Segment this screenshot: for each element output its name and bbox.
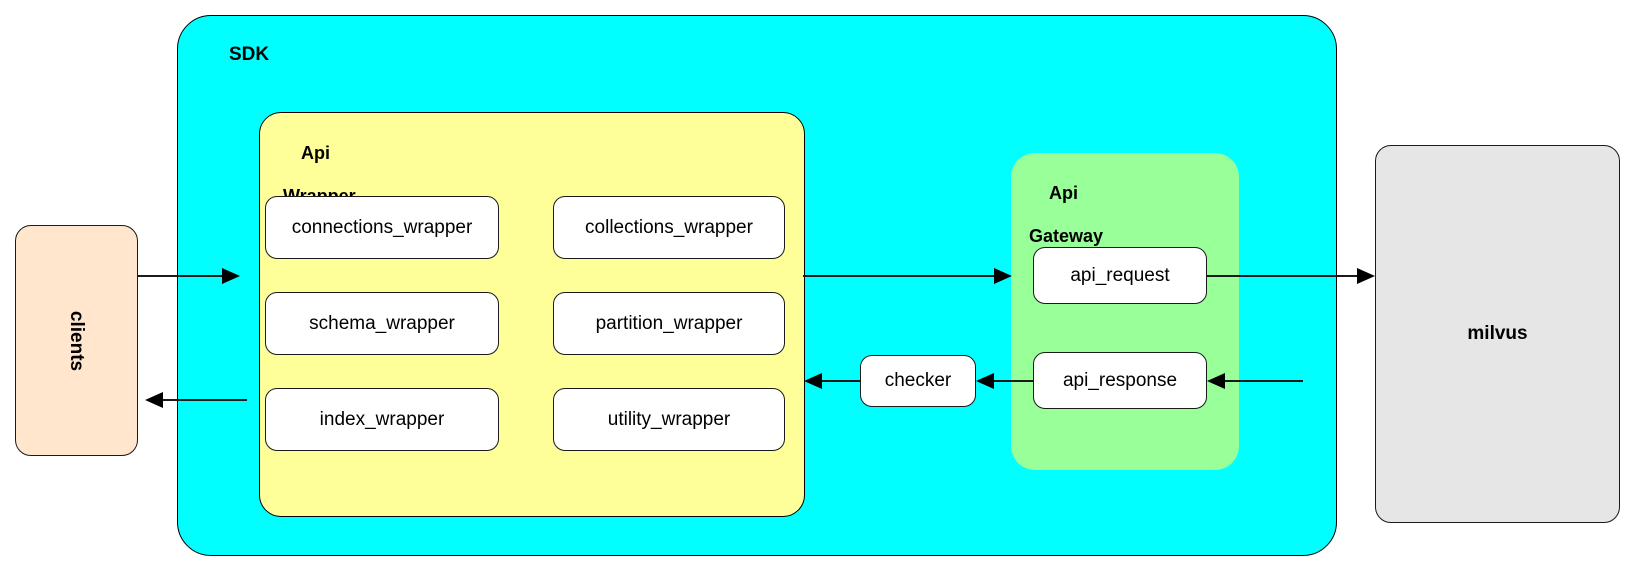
- node-milvus-label: milvus: [1467, 323, 1528, 344]
- group-api-gateway-label-line1: Api: [1049, 183, 1078, 204]
- node-api-response-label: api_response: [1062, 369, 1178, 391]
- node-checker-label: checker: [884, 370, 952, 391]
- node-collections-wrapper-label: collections_wrapper: [585, 216, 753, 238]
- node-clients[interactable]: clients: [15, 225, 138, 456]
- node-connections-wrapper[interactable]: connections_wrapper: [265, 196, 499, 259]
- node-utility-wrapper[interactable]: utility_wrapper: [553, 388, 785, 451]
- node-milvus[interactable]: milvus: [1375, 145, 1620, 523]
- node-schema-wrapper[interactable]: schema_wrapper: [265, 292, 499, 355]
- node-api-request-label: api_request: [1070, 264, 1170, 286]
- node-utility-wrapper-label: utility_wrapper: [607, 408, 731, 430]
- group-api-gateway-label: Api Gateway: [1029, 162, 1103, 268]
- group-api-wrapper-label-line1: Api: [301, 143, 330, 164]
- node-checker[interactable]: checker: [860, 355, 976, 407]
- node-connections-wrapper-label: connections_wrapper: [291, 216, 473, 238]
- node-api-response[interactable]: api_response: [1033, 352, 1207, 409]
- node-partition-wrapper-label: partition_wrapper: [595, 312, 743, 334]
- node-index-wrapper-label: index_wrapper: [319, 408, 445, 430]
- node-api-request[interactable]: api_request: [1033, 247, 1207, 304]
- group-api-gateway[interactable]: Api Gateway: [1011, 153, 1239, 470]
- group-sdk-label: SDK: [229, 44, 270, 65]
- group-api-gateway-label-line2: Gateway: [1029, 225, 1104, 246]
- node-index-wrapper[interactable]: index_wrapper: [265, 388, 499, 451]
- node-clients-label: clients: [66, 310, 88, 371]
- node-schema-wrapper-label: schema_wrapper: [309, 312, 455, 334]
- node-partition-wrapper[interactable]: partition_wrapper: [553, 292, 785, 355]
- node-collections-wrapper[interactable]: collections_wrapper: [553, 196, 785, 259]
